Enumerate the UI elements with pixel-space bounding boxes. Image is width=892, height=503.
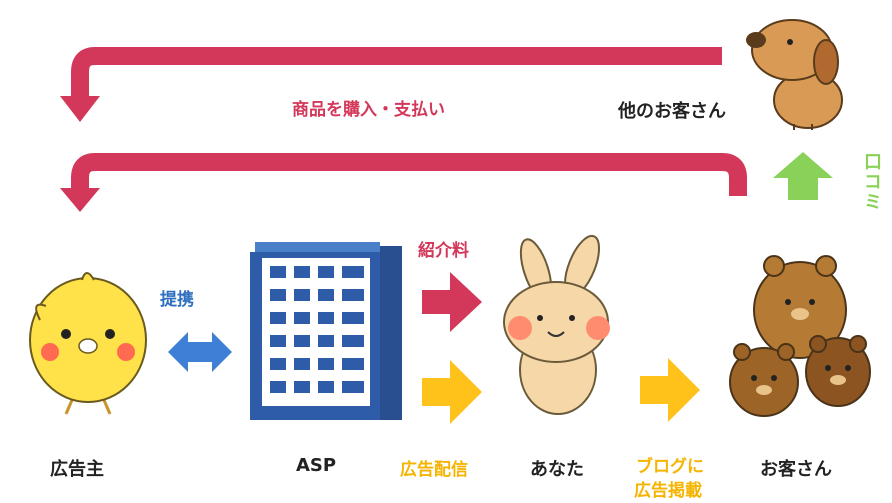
building-window	[294, 335, 310, 347]
purchase-arrow-bottom	[71, 153, 747, 196]
asp-label: ASP	[296, 455, 337, 476]
you-label: あなた	[530, 459, 584, 480]
blog-ad-arrow	[640, 358, 700, 422]
partnership-arrow	[168, 332, 232, 372]
building-window	[294, 266, 310, 278]
advertiser-label: 広告主	[50, 459, 104, 480]
referral-fee-label: 紹介料	[418, 241, 469, 261]
building-window	[318, 381, 334, 393]
purchase-arrow-top	[71, 47, 722, 98]
building-window	[270, 335, 286, 347]
building-window	[270, 289, 286, 301]
ad-delivery-arrow	[422, 360, 482, 424]
building-window	[270, 358, 286, 370]
building-window	[294, 312, 310, 324]
ad-delivery-label: 広告配信	[400, 460, 468, 480]
building-window	[318, 335, 334, 347]
bears-icon	[729, 255, 871, 417]
other-customers-label: 他のお客さん	[618, 101, 726, 122]
blog-ad-label-line1: ブログに	[636, 457, 704, 477]
word-of-mouth-arrow	[773, 152, 833, 200]
building-window	[270, 312, 286, 324]
partnership-label: 提携	[160, 290, 194, 310]
building-window	[318, 358, 334, 370]
blog-ad-label-line2: 広告掲載	[634, 481, 702, 501]
purchase-arrowhead-bottom	[60, 188, 100, 212]
building-windows	[270, 266, 364, 393]
building-window	[342, 381, 364, 393]
building-window	[270, 381, 286, 393]
building-window	[294, 289, 310, 301]
building-window	[342, 312, 364, 324]
word-of-mouth-label: 口コミ	[861, 152, 882, 212]
dog-icon	[746, 19, 843, 130]
customers-label: お客さん	[760, 459, 832, 480]
building-window	[342, 266, 364, 278]
building-window	[318, 312, 334, 324]
purchase-label: 商品を購入・支払い	[292, 100, 445, 120]
chick-icon	[29, 272, 147, 415]
building-window	[294, 381, 310, 393]
building-window	[318, 289, 334, 301]
building-window	[342, 289, 364, 301]
building-window	[318, 266, 334, 278]
purchase-arrowhead-top	[60, 96, 100, 122]
building-window	[342, 358, 364, 370]
building-window	[270, 266, 286, 278]
building-window	[342, 335, 364, 347]
referral-fee-arrow	[422, 272, 482, 332]
building-window	[294, 358, 310, 370]
rabbit-icon	[503, 234, 610, 415]
